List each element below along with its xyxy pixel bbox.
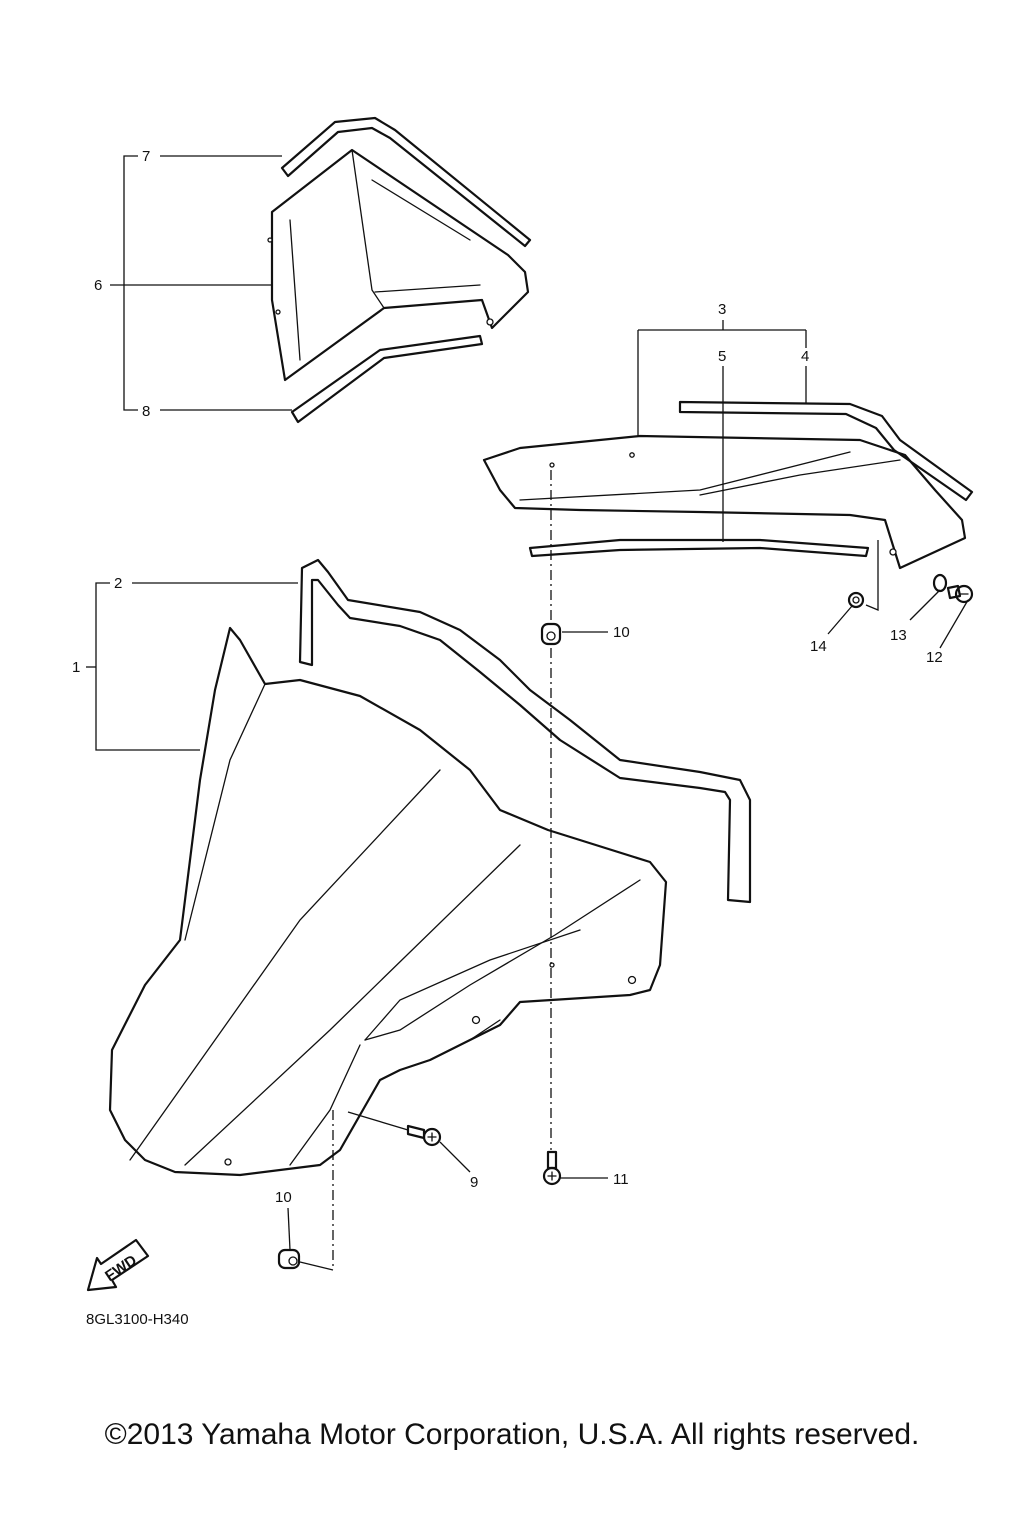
callout-13: 13 <box>890 627 907 644</box>
callout-3: 3 <box>718 301 726 318</box>
callout-9: 9 <box>470 1174 478 1191</box>
washer-13[interactable] <box>932 573 948 593</box>
upper-seal-strip[interactable] <box>280 116 532 248</box>
fwd-label: FWD <box>102 1252 140 1285</box>
nut-14[interactable] <box>847 591 865 609</box>
side-seal-strip-upper[interactable] <box>678 400 974 502</box>
callout-10-lower: 10 <box>275 1189 292 1206</box>
callout-5: 5 <box>718 348 726 365</box>
callout-8: 8 <box>142 403 150 420</box>
callout-11: 11 <box>613 1171 629 1188</box>
leader-lines <box>86 155 969 1251</box>
upper-cowl-panel[interactable] <box>267 148 530 382</box>
copyright-notice: ©2013 Yamaha Motor Corporation, U.S.A. A… <box>104 1418 920 1451</box>
windshield-seal-strip[interactable] <box>298 558 752 904</box>
callout-4: 4 <box>801 348 809 365</box>
windshield[interactable] <box>108 626 668 1177</box>
callout-6: 6 <box>94 277 102 294</box>
callout-12: 12 <box>926 649 943 666</box>
callout-7: 7 <box>142 148 150 165</box>
callout-2: 2 <box>114 575 122 592</box>
grommet-nut-upper[interactable] <box>540 622 562 646</box>
grommet-nut-lower[interactable] <box>277 1248 301 1270</box>
screw-11[interactable] <box>542 1150 562 1186</box>
drawing-code: 8GL3100-H340 <box>86 1311 189 1328</box>
lower-seal-strip[interactable] <box>290 334 484 424</box>
forward-direction-arrow-icon: FWD <box>86 1238 150 1292</box>
callout-1: 1 <box>72 659 80 676</box>
side-seal-strip-lower[interactable] <box>528 538 870 558</box>
bolt-12[interactable] <box>946 584 974 604</box>
assembly-lines <box>299 470 879 1271</box>
side-cowl-panel[interactable] <box>482 434 967 570</box>
callout-14: 14 <box>810 638 827 655</box>
screw-9[interactable] <box>406 1124 442 1147</box>
callout-10-upper: 10 <box>613 624 630 641</box>
